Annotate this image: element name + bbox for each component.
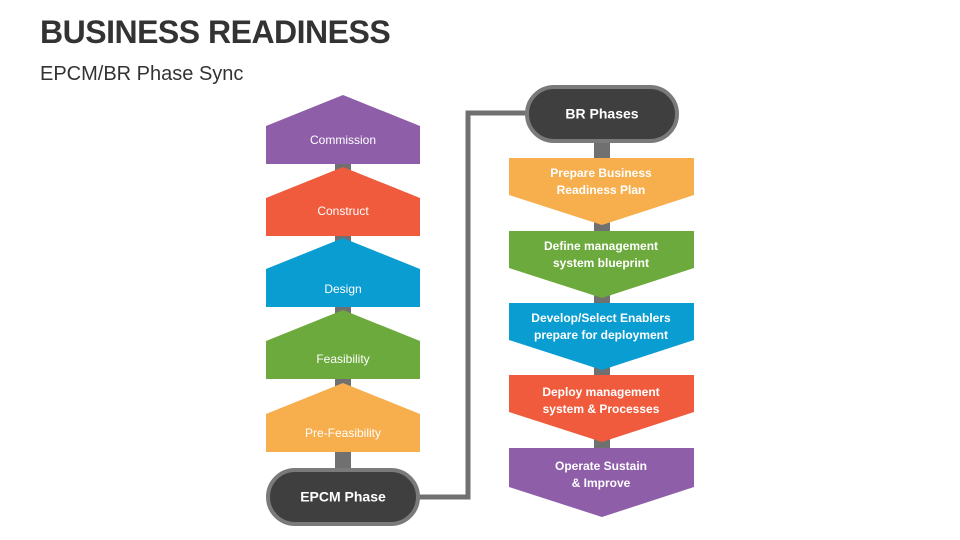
svg-text:Construct: Construct (317, 204, 369, 218)
svg-text:Deploy management: Deploy management (542, 385, 659, 399)
svg-text:Develop/Select Enablers: Develop/Select Enablers (531, 311, 671, 325)
sync-connector (418, 110, 528, 500)
epcm-phase-feasibility: Feasibility (266, 310, 420, 379)
svg-text:Prepare Business: Prepare Business (550, 166, 652, 180)
epcm-phase-stack: Commission Construct Design Feasibility … (266, 95, 420, 452)
svg-text:Commission: Commission (310, 133, 376, 147)
svg-text:& Improve: & Improve (572, 476, 631, 490)
svg-text:Define management: Define management (544, 239, 658, 253)
svg-text:Feasibility: Feasibility (316, 352, 369, 366)
epcm-phase-pill: EPCM Phase (266, 468, 420, 526)
svg-text:system blueprint: system blueprint (553, 256, 649, 270)
svg-text:Design: Design (324, 282, 361, 296)
svg-text:prepare for deployment: prepare for deployment (534, 328, 668, 342)
svg-text:Readiness Plan: Readiness Plan (557, 183, 646, 197)
svg-text:Operate Sustain: Operate Sustain (555, 459, 647, 473)
svg-text:BR Phases: BR Phases (565, 106, 638, 122)
page-title: BUSINESS READINESS (40, 14, 391, 50)
br-phase-stack: Prepare Business Readiness Plan Define m… (509, 158, 694, 517)
epcm-phase-construct: Construct (266, 167, 420, 236)
br-phase-deploy: Deploy management system & Processes (509, 375, 694, 442)
page-subtitle: EPCM/BR Phase Sync (40, 63, 244, 85)
svg-text:EPCM Phase: EPCM Phase (300, 489, 386, 505)
br-phase-prepare: Prepare Business Readiness Plan (509, 158, 694, 225)
br-phase-operate: Operate Sustain & Improve (509, 448, 694, 517)
epcm-phase-design: Design (266, 238, 420, 307)
br-phase-develop: Develop/Select Enablers prepare for depl… (509, 303, 694, 370)
svg-text:Pre-Feasibility: Pre-Feasibility (305, 426, 381, 440)
br-phases-pill: BR Phases (525, 85, 679, 143)
br-phase-define: Define management system blueprint (509, 231, 694, 298)
epcm-phase-pre-feasibility: Pre-Feasibility (266, 383, 420, 452)
svg-text:system & Processes: system & Processes (543, 402, 660, 416)
epcm-phase-commission: Commission (266, 95, 420, 164)
